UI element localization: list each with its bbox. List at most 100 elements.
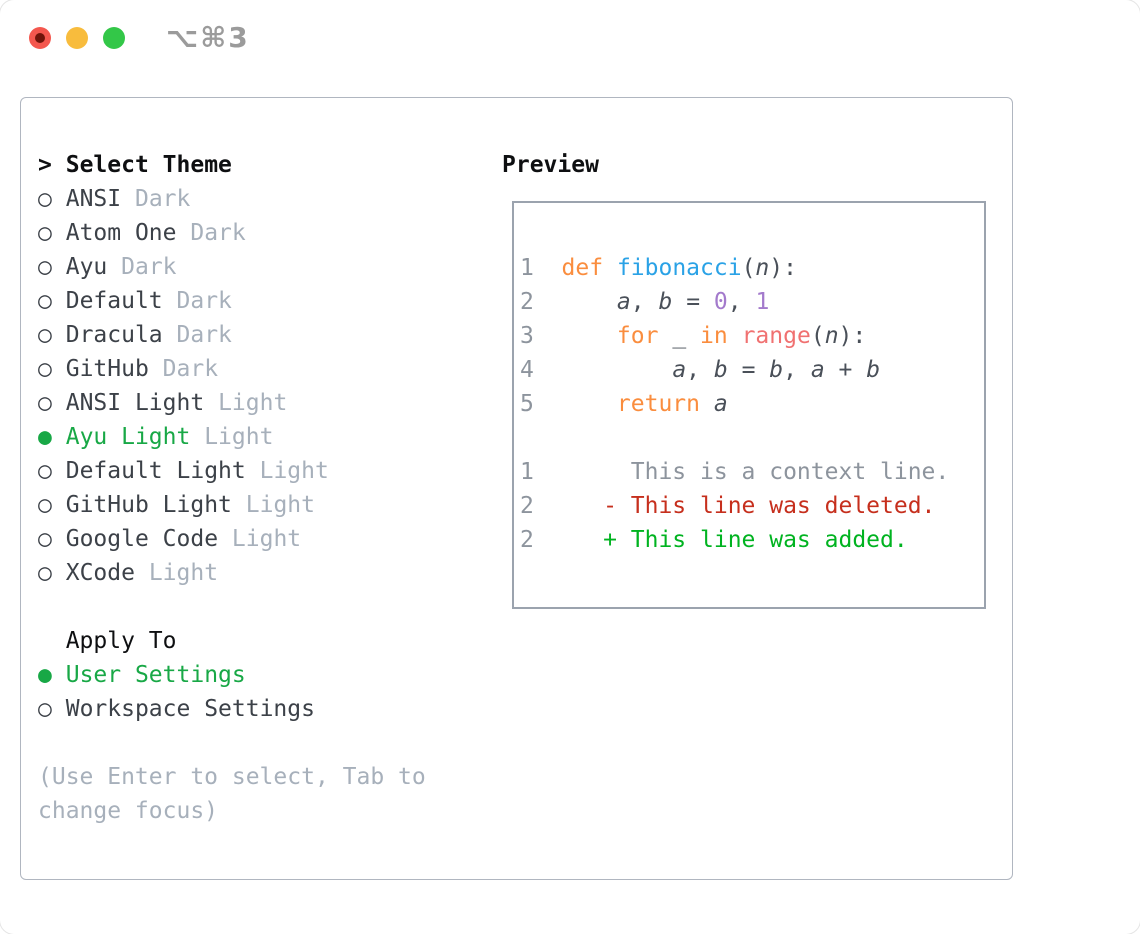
code-token: ( — [810, 323, 825, 349]
code-token: = — [727, 357, 770, 383]
theme-variant-badge: Light — [204, 424, 274, 450]
zoom-button[interactable] — [103, 27, 125, 49]
code-token: , — [727, 289, 756, 315]
theme-option[interactable]: ○ Default Dark — [38, 284, 426, 318]
theme-option-label: Dracula — [65, 322, 163, 348]
theme-option[interactable]: ○ XCode Light — [38, 556, 426, 590]
code-token: a — [672, 357, 687, 383]
preview-line: 5 return a — [520, 387, 984, 421]
theme-option[interactable]: ○ Default Light Light — [38, 454, 426, 488]
code-token: + — [824, 357, 867, 383]
theme-option[interactable]: ○ Google Code Light — [38, 522, 426, 556]
theme-variant-badge: Dark — [162, 356, 219, 382]
theme-variant-badge: Light — [259, 458, 329, 484]
theme-picker-panel: > Select Theme ○ ANSI Dark○ Atom One Dar… — [20, 97, 1013, 880]
preview-line: 2 - This line was deleted. — [520, 489, 984, 523]
code-token: , — [630, 289, 659, 315]
theme-option[interactable]: ○ ANSI Dark — [38, 182, 426, 216]
code-token: range — [741, 323, 811, 349]
apply-to-header: Apply To — [38, 624, 426, 658]
radio-unselected-icon: ○ — [38, 254, 52, 280]
code-token: b — [769, 357, 784, 383]
select-theme-header-label: Select Theme — [65, 152, 232, 178]
apply-option-label: Workspace Settings — [65, 696, 315, 722]
theme-variant-badge: Dark — [190, 220, 246, 246]
theme-variant-badge: Light — [218, 390, 288, 416]
code-token: 0 — [713, 289, 728, 315]
code-token: This is a context line. — [561, 459, 950, 485]
code-token: for — [616, 323, 659, 349]
theme-option[interactable]: ○ GitHub Dark — [38, 352, 426, 386]
theme-option-label: Default — [65, 288, 163, 314]
theme-variant-badge: Light — [231, 526, 302, 552]
theme-option[interactable]: ○ GitHub Light Light — [38, 488, 426, 522]
preview-header: Preview — [502, 152, 599, 178]
line-number: 2 — [520, 527, 534, 553]
code-token: in — [700, 323, 728, 349]
theme-list-column: > Select Theme ○ ANSI Dark○ Atom One Dar… — [38, 148, 426, 828]
code-token: 1 — [755, 289, 770, 315]
theme-option[interactable]: ○ Dracula Dark — [38, 318, 426, 352]
line-number: 2 — [520, 493, 534, 519]
radio-unselected-icon: ○ — [38, 322, 52, 348]
code-token: = — [672, 289, 714, 315]
code-token: ( — [741, 255, 756, 281]
line-number: 3 — [520, 323, 534, 349]
theme-variant-badge: Dark — [134, 186, 191, 212]
radio-unselected-icon: ○ — [38, 186, 52, 212]
code-token: b — [713, 357, 728, 383]
radio-unselected-icon: ○ — [38, 696, 52, 722]
theme-variant-badge: Light — [245, 492, 315, 518]
code-token: a — [713, 391, 728, 417]
code-token: ): — [769, 255, 797, 281]
code-token: + This line was added. — [561, 527, 908, 553]
focus-caret-icon: > — [38, 152, 52, 178]
code-token — [603, 255, 617, 281]
theme-option-label: Default Light — [65, 458, 246, 484]
code-token: n — [755, 255, 770, 281]
theme-option[interactable]: ○ Ayu Dark — [38, 250, 426, 284]
code-token: - This line was deleted. — [561, 493, 936, 519]
apply-to-label: Apply To — [65, 628, 177, 654]
theme-option[interactable]: ○ Atom One Dark — [38, 216, 426, 250]
theme-variant-badge: Dark — [121, 254, 177, 280]
theme-option-label: ANSI Light — [65, 390, 205, 416]
window-shortcut-label: ⌥⌘3 — [166, 21, 250, 54]
code-token: fibonacci — [616, 255, 742, 281]
radio-unselected-icon: ○ — [38, 356, 52, 382]
radio-unselected-icon: ○ — [38, 458, 52, 484]
preview-line: 1 This is a context line. — [520, 455, 984, 489]
code-token: def — [561, 255, 604, 281]
hint-text-line-2: change focus) — [38, 798, 219, 824]
preview-line: 2 a, b = 0, 1 — [520, 285, 984, 319]
apply-option[interactable]: ● User Settings — [38, 658, 426, 692]
theme-option[interactable]: ● Ayu Light Light — [38, 420, 426, 454]
radio-unselected-icon: ○ — [38, 220, 52, 246]
spacer — [38, 590, 426, 624]
theme-option[interactable]: ○ ANSI Light Light — [38, 386, 426, 420]
apply-option[interactable]: ○ Workspace Settings — [38, 692, 426, 726]
code-token: , — [686, 357, 714, 383]
minimize-button[interactable] — [66, 27, 88, 49]
theme-option-label: ANSI — [65, 186, 122, 212]
theme-variant-badge: Dark — [176, 322, 232, 348]
code-token — [562, 323, 617, 349]
apply-to-list: ● User Settings○ Workspace Settings — [38, 658, 426, 726]
line-number: 4 — [520, 357, 534, 383]
close-button[interactable] — [29, 27, 51, 49]
theme-option-label: Google Code — [65, 526, 219, 552]
code-token: return — [616, 391, 701, 417]
spacer — [38, 726, 426, 760]
radio-unselected-icon: ○ — [38, 526, 52, 552]
line-number: 2 — [520, 289, 534, 315]
code-token: ): — [838, 323, 867, 349]
theme-option-label: GitHub — [65, 356, 149, 382]
theme-option-label: XCode — [65, 560, 135, 586]
code-token — [562, 357, 673, 383]
radio-unselected-icon: ○ — [38, 492, 52, 518]
code-token: b — [658, 289, 673, 315]
